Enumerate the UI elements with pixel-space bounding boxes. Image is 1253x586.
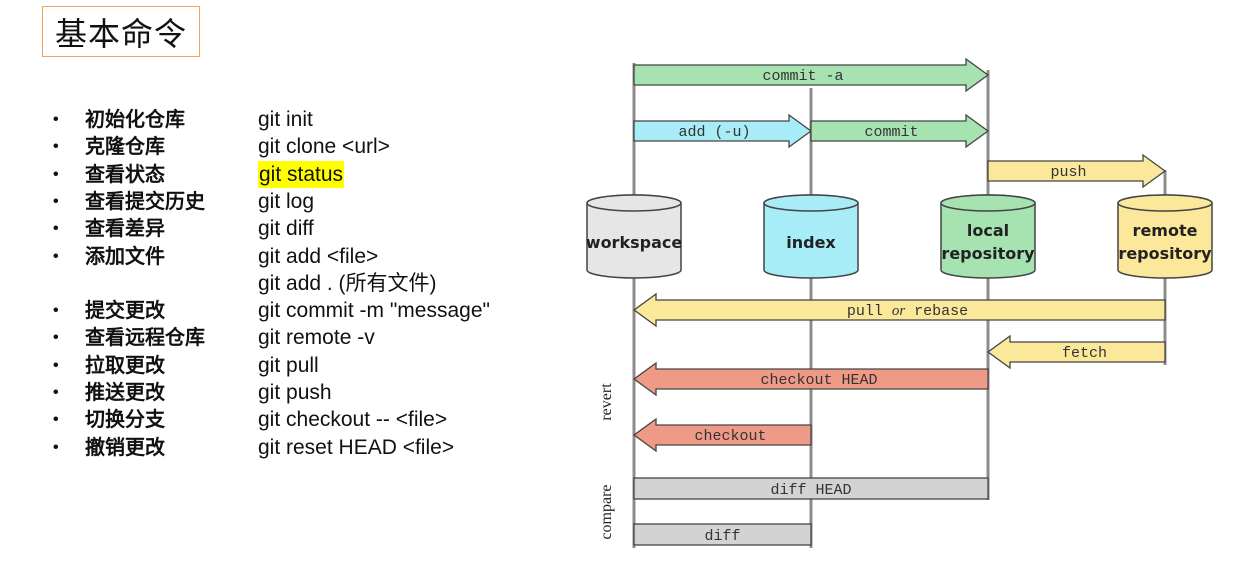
bullet-icon: • <box>53 356 59 374</box>
command-text: git add . (所有文件) <box>258 271 437 295</box>
arrow-label: commit -a <box>762 68 843 85</box>
arrow-checkout-head <box>632 361 989 397</box>
command-row: git add . (所有文件) <box>0 270 560 297</box>
command-row: • 查看状态 git status <box>0 160 560 188</box>
arrow-label: add (-u) <box>678 124 750 141</box>
command-row: • 克隆仓库 git clone <url> <box>0 133 560 160</box>
arrow-label: checkout HEAD <box>760 372 877 389</box>
bullet-icon: • <box>53 411 59 429</box>
command-text: git pull <box>258 353 319 377</box>
store-remote: remote repository <box>1117 194 1213 279</box>
command-text: git diff <box>258 217 314 241</box>
store-label: remote <box>1133 221 1198 240</box>
store-label: local <box>967 221 1009 240</box>
command-label: 撤销更改 <box>85 434 165 459</box>
bar-label: diff <box>704 528 740 545</box>
command-label: 查看远程仓库 <box>85 325 205 350</box>
arrow-commit <box>810 113 990 149</box>
bullet-icon: • <box>53 302 59 320</box>
bullet-icon: • <box>53 384 59 401</box>
command-text: git log <box>258 189 315 213</box>
arrow-label: commit <box>864 124 918 141</box>
arrow-fetch <box>986 334 1166 370</box>
command-label: 提交更改 <box>85 298 165 323</box>
command-label: 查看提交历史 <box>85 188 205 213</box>
cylinder-top <box>940 194 1036 212</box>
command-row: • 添加文件 git add <file> <box>0 243 560 270</box>
command-row: • 查看提交历史 git log <box>0 188 560 215</box>
command-row: • 初始化仓库 git init <box>0 106 560 133</box>
store-workspace: workspace <box>586 194 683 279</box>
command-row: • 提交更改 git commit -m "message" <box>0 297 560 324</box>
bullet-icon: • <box>53 220 59 238</box>
cylinder-top <box>586 194 682 212</box>
command-text: git commit -m "message" <box>258 299 490 323</box>
command-row: • 切换分支 git checkout -- <file> <box>0 406 560 433</box>
command-label: 查看差异 <box>85 216 165 241</box>
store-label: repository <box>1118 244 1212 263</box>
arrow-checkout <box>632 417 812 453</box>
arrow-label: push <box>1050 164 1086 181</box>
store-index: index <box>763 194 859 279</box>
bullet-icon: • <box>53 438 59 456</box>
store-label: repository <box>941 244 1035 263</box>
arrow-label: checkout <box>694 428 766 445</box>
command-row: • 撤销更改 git reset HEAD <file> <box>0 434 560 461</box>
command-row: • 查看远程仓库 git remote -v <box>0 324 560 351</box>
section-label-revert: revert <box>598 383 615 421</box>
page-title: 基本命令 <box>42 6 200 57</box>
command-text-highlighted: git status <box>258 160 345 188</box>
store-label: workspace <box>586 233 683 252</box>
command-text: git reset HEAD <file> <box>258 435 455 459</box>
command-label: 克隆仓库 <box>85 134 165 159</box>
command-text: git init <box>258 108 313 131</box>
bullet-icon: • <box>53 247 59 265</box>
bullet-icon: • <box>53 165 59 183</box>
command-label: 初始化仓库 <box>85 107 185 131</box>
arrow-label: pull or rebase <box>847 303 968 320</box>
command-label: 推送更改 <box>85 380 165 404</box>
cylinder-top <box>1117 194 1213 212</box>
section-label-compare: compare <box>598 484 615 539</box>
cylinder-top <box>763 194 859 212</box>
command-label: 拉取更改 <box>85 352 165 377</box>
command-row: • 推送更改 git push <box>0 379 560 406</box>
command-text: git remote -v <box>258 326 375 350</box>
command-text: git checkout -- <file> <box>258 408 448 432</box>
bar-diff-head <box>633 477 989 500</box>
store-local: local repository <box>940 194 1036 279</box>
store-label: index <box>786 233 836 252</box>
bullet-icon: • <box>53 192 59 210</box>
command-text: git push <box>258 381 332 404</box>
command-text: git add <file> <box>258 244 379 268</box>
bullet-icon: • <box>53 329 59 347</box>
command-label: 添加文件 <box>85 243 165 268</box>
arrow-label: fetch <box>1062 345 1107 362</box>
bar-diff <box>633 523 812 546</box>
command-label: 切换分支 <box>85 407 165 432</box>
bullet-icon: • <box>53 138 59 156</box>
command-text: git clone <url> <box>258 135 390 159</box>
bullet-icon: • <box>53 111 59 128</box>
arrow-add-u- <box>633 113 813 149</box>
arrow-pull-or-rebase <box>632 292 1166 328</box>
bar-label: diff HEAD <box>770 482 851 499</box>
command-row: • 查看差异 git diff <box>0 215 560 242</box>
arrow-commit-a <box>633 57 990 93</box>
command-label: 查看状态 <box>85 161 165 186</box>
command-row: • 拉取更改 git pull <box>0 352 560 379</box>
arrow-push <box>987 153 1167 189</box>
